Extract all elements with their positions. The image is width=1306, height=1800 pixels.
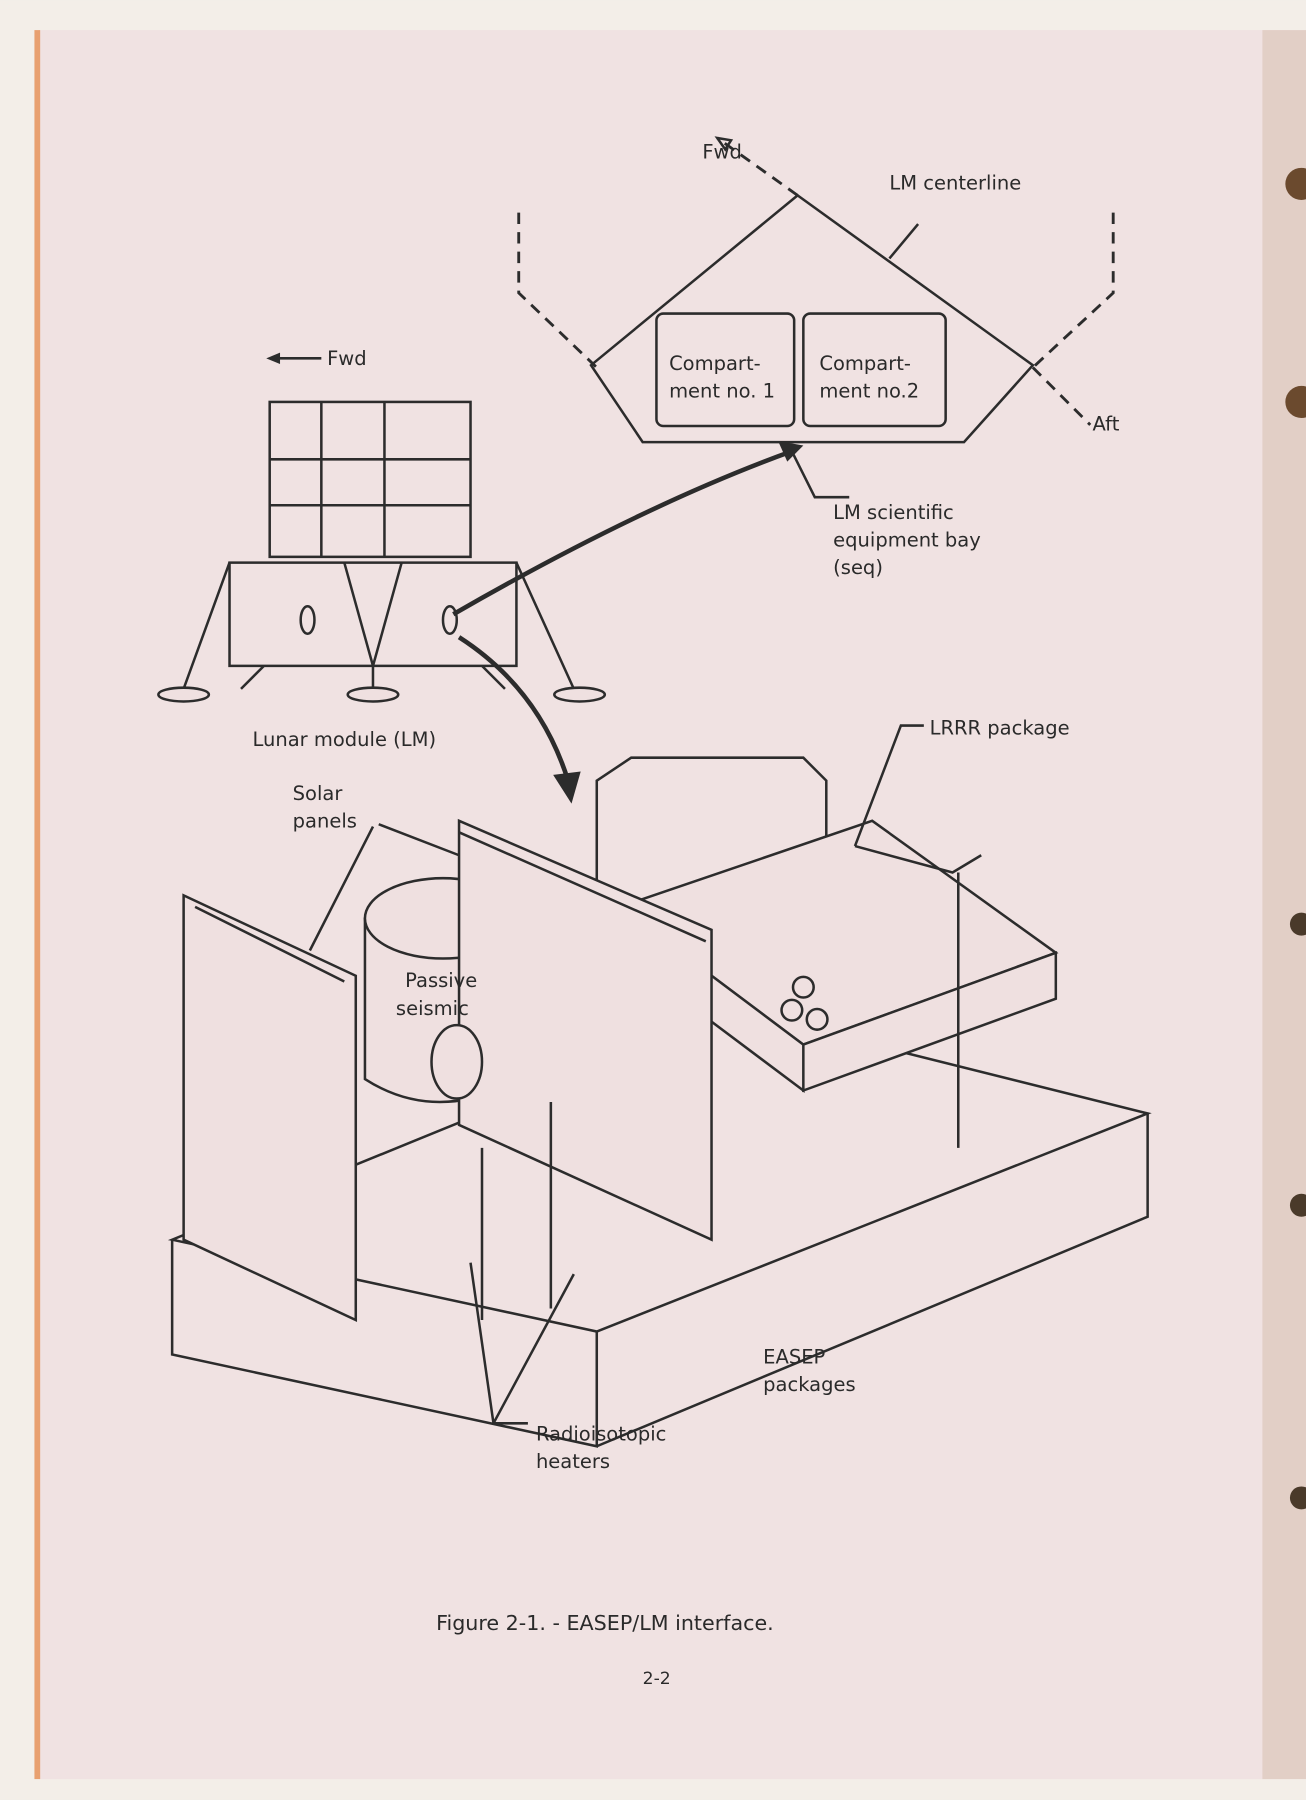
compartment-2-label-line1: Compart- <box>819 352 911 375</box>
pallet-sides <box>170 1113 1149 1448</box>
heater-disc <box>430 1023 484 1100</box>
heater-posts <box>480 1101 553 1321</box>
lm-centerline-label: LM centerline <box>889 172 1021 195</box>
easep-pointer-arrow <box>457 635 571 782</box>
solar-panel-edges <box>194 831 707 983</box>
lrrr-mast <box>854 844 982 1148</box>
fwd-direction-line <box>716 136 799 197</box>
lm-footpad <box>346 686 400 703</box>
fwd-boundary-left <box>517 212 598 369</box>
seq-label-line2: equipment bay <box>833 529 981 552</box>
seq-label-line1: LM scientific <box>833 501 954 524</box>
lm-ascent-detail <box>269 401 471 557</box>
lunar-module-diagram: Fwd Lunar module (LM) <box>157 347 804 804</box>
lrrr-leader <box>853 724 924 847</box>
lm-ascent-stage <box>268 400 472 559</box>
binding-ring <box>1289 1486 1306 1510</box>
easep-pointer-arrowhead <box>553 771 581 804</box>
lm-footpad <box>553 686 607 703</box>
paper-edge-left <box>34 30 41 1780</box>
centerline-leader <box>888 223 920 260</box>
binding-ring <box>1285 385 1306 418</box>
seq-label-line3: (seq) <box>833 556 883 579</box>
figure-caption: Figure 2-1. - EASEP/LM interface. <box>436 1611 774 1635</box>
binding-ring <box>1285 167 1306 200</box>
solar-panels-label-line1: Solar <box>293 782 344 805</box>
solar-panels-label-line2: panels <box>293 810 357 833</box>
page-number: 2-2 <box>643 1669 671 1689</box>
heaters-leader <box>469 1262 575 1425</box>
lm-footpad <box>157 686 211 703</box>
seq-bay-diagram: Fwd LM centerline Aft Compart- ment no. … <box>517 136 1120 579</box>
compartment-1-label-line1: Compart- <box>669 352 761 375</box>
easep-diagram: Solar panels Passive seismic LRRR packag… <box>167 717 1152 1473</box>
bay-pointer-arrowhead <box>778 440 804 462</box>
compartment-1-box <box>655 312 796 428</box>
binding-ring <box>1289 912 1306 936</box>
seq-leader <box>790 450 850 499</box>
lm-bay-opening <box>299 604 316 636</box>
passive-seismic-label-line1: Passive <box>405 969 477 992</box>
compartment-2-box <box>802 312 947 428</box>
aft-direction-line <box>1031 366 1092 426</box>
fwd-arrowhead <box>714 136 734 152</box>
lm-descent-stage <box>228 561 518 668</box>
solar-panel-left <box>182 893 358 1323</box>
easep-packages-label-line2: packages <box>763 1373 855 1396</box>
solar-panel-center <box>457 818 713 1242</box>
lm-fwd-label: Fwd <box>327 347 367 370</box>
binding-ring <box>1289 1193 1306 1217</box>
lm-bay-opening <box>441 604 459 636</box>
lrrr-package-label: LRRR package <box>930 717 1070 740</box>
bay-outline <box>589 193 1035 444</box>
compartment-2-label-line2: ment no.2 <box>819 379 919 402</box>
page-binding-edge <box>1262 30 1306 1780</box>
lrrr-reflector <box>791 975 815 999</box>
lunar-module-caption: Lunar module (LM) <box>252 728 436 751</box>
aft-label: Aft <box>1093 413 1120 436</box>
bay-pointer-arrow <box>452 449 793 617</box>
lrrr-reflector <box>780 998 804 1022</box>
lm-legs <box>182 562 575 690</box>
fwd-boundary-right <box>1031 212 1115 369</box>
fwd-label: Fwd <box>702 141 742 164</box>
handle-frame <box>595 756 828 907</box>
easep-packages-label-line1: EASEP <box>763 1346 825 1369</box>
compartment-1-label-line2: ment no. 1 <box>669 379 775 402</box>
heaters-label-line2: heaters <box>536 1450 610 1473</box>
lm-fwd-arrowhead <box>266 352 281 365</box>
solar-panels-leader <box>308 823 460 952</box>
heaters-label-line1: Radioisotopic <box>536 1423 666 1446</box>
passive-seismic-label-line2: seismic <box>396 997 469 1020</box>
lrrr-reflector <box>805 1007 829 1031</box>
